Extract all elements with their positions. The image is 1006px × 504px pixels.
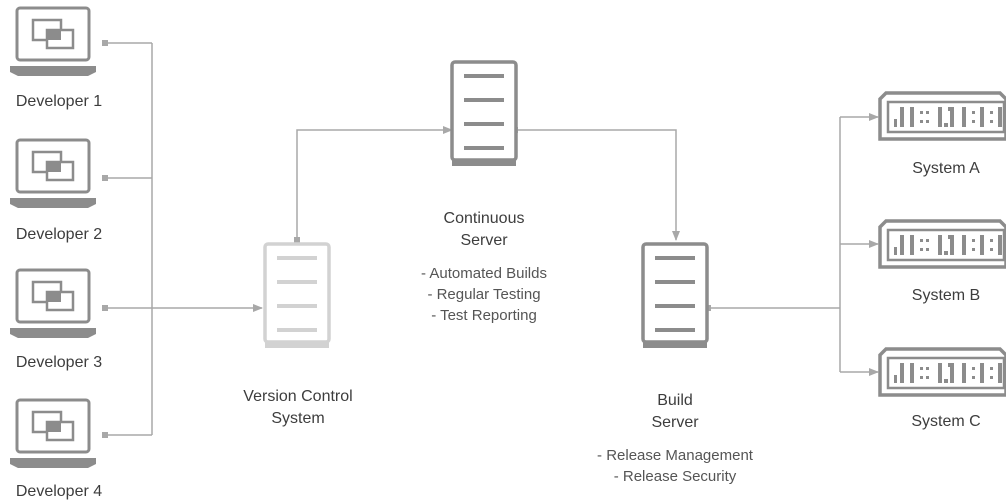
build-server-line1: Build (657, 392, 693, 409)
build-bullet-1: - Release Management (597, 447, 753, 464)
laptop-icon-3 (8, 268, 98, 340)
build-server-label: Build Server (600, 390, 750, 434)
laptop-icon-2 (8, 138, 98, 210)
arrow-vcs-to-continuous (296, 126, 453, 240)
continuous-server-line1: Continuous (443, 210, 525, 227)
laptop-icon-1 (8, 6, 98, 78)
system-b-label: System B (911, 287, 981, 304)
developer-1-label: Developer 1 (15, 93, 103, 110)
continuous-server-bullets: - Automated Builds - Regular Testing - T… (384, 263, 584, 326)
connector-dots (102, 40, 108, 438)
continuous-server-icon (450, 60, 518, 168)
system-c-rack-icon (878, 347, 1006, 397)
continuous-bullet-2: - Regular Testing (427, 286, 541, 303)
build-server-line2: Server (651, 414, 699, 431)
laptop-icon-4 (8, 398, 98, 470)
continuous-server-label: Continuous Server (404, 208, 564, 252)
version-control-line1: Version Control (243, 388, 353, 405)
system-c-label: System C (911, 413, 981, 430)
developer-2-label: Developer 2 (15, 226, 103, 243)
version-control-server-icon (263, 242, 331, 350)
developer-connectors (105, 42, 153, 436)
developer-4-label: Developer 4 (15, 483, 103, 500)
version-control-label: Version Control System (210, 386, 386, 430)
build-to-systems-connectors (710, 117, 841, 372)
version-control-line2: System (271, 410, 325, 427)
arrow-continuous-to-build (515, 129, 680, 241)
system-a-label: System A (912, 160, 980, 177)
build-bullet-2: - Release Security (613, 468, 737, 485)
system-b-rack-icon (878, 219, 1006, 269)
continuous-bullet-1: - Automated Builds (421, 265, 547, 282)
continuous-server-line2: Server (460, 232, 508, 249)
developer-3-label: Developer 3 (15, 354, 103, 371)
build-server-icon (641, 242, 709, 350)
continuous-bullet-3: - Test Reporting (431, 307, 537, 324)
system-a-rack-icon (878, 91, 1006, 141)
build-server-bullets: - Release Management - Release Security (565, 445, 785, 487)
